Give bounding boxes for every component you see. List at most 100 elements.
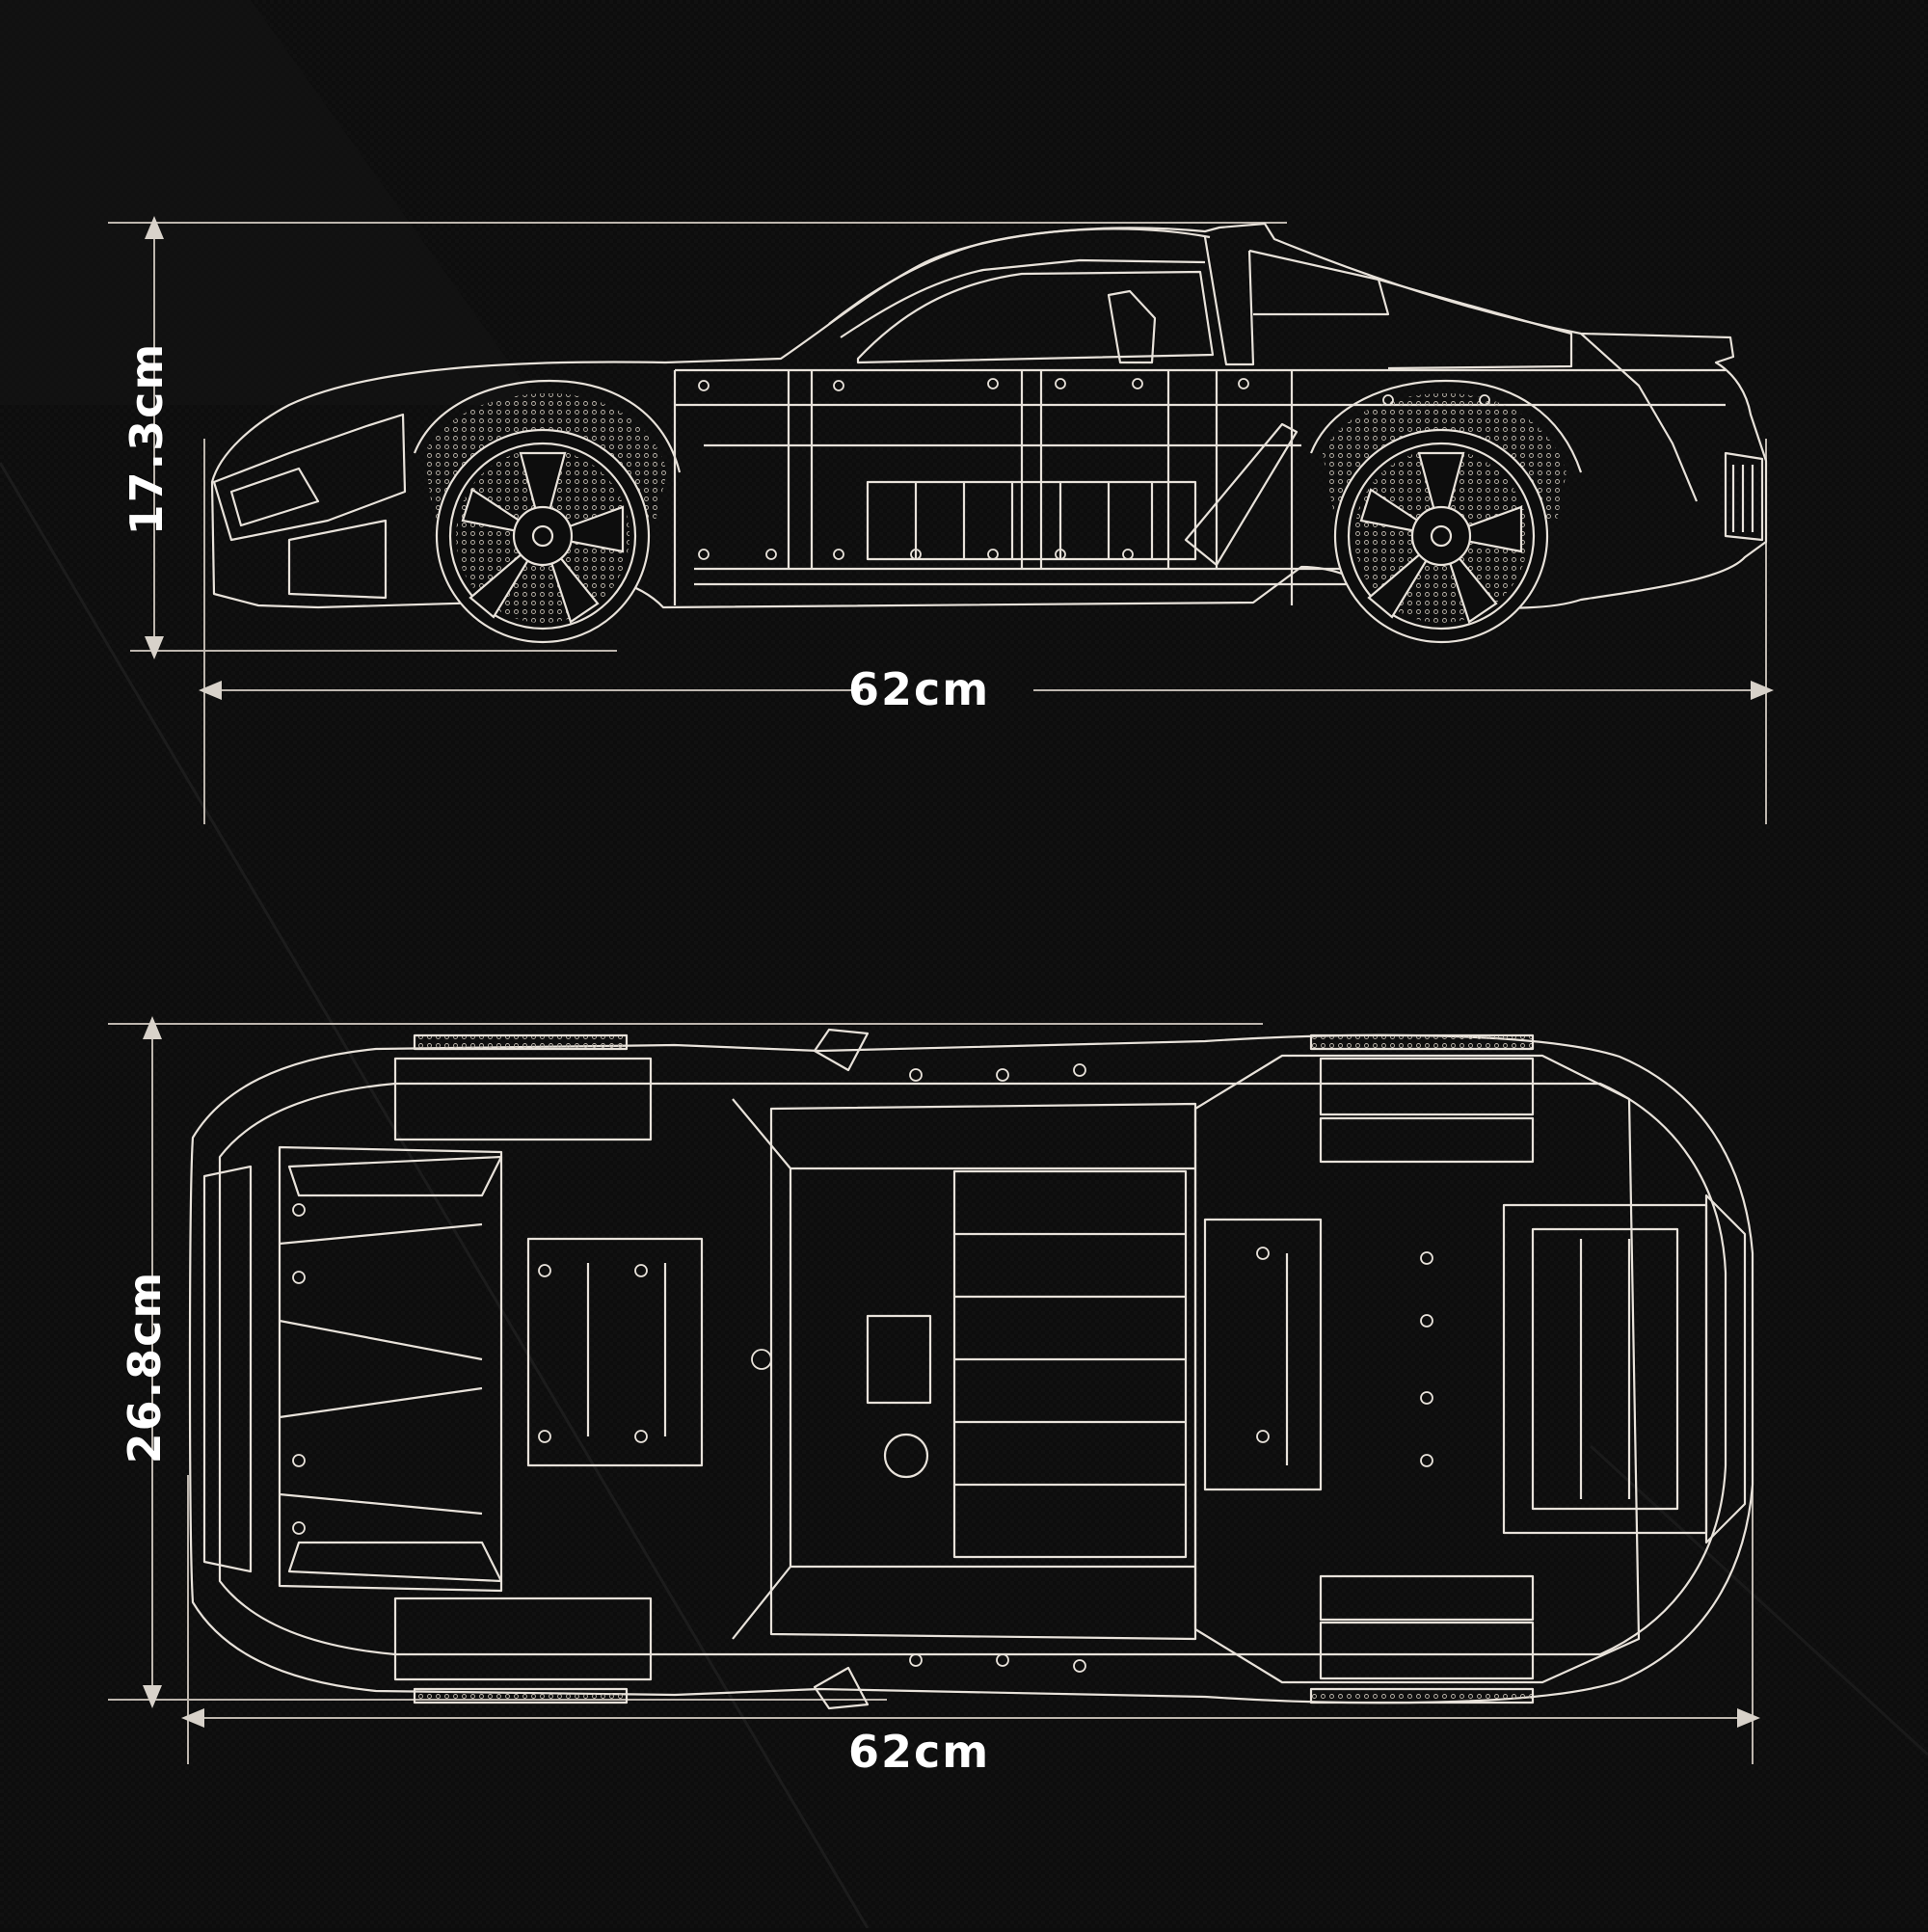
rivet — [292, 1203, 306, 1217]
top-rear-right-tire — [1309, 1687, 1535, 1704]
top-front-strut — [279, 1386, 483, 1419]
top-front-left-fender — [393, 1057, 653, 1141]
rivet — [538, 1264, 551, 1277]
side-front-rim — [448, 442, 637, 631]
side-rear-lamp — [1724, 451, 1764, 542]
rivet — [987, 378, 999, 389]
rivet — [292, 1521, 306, 1535]
top-front-strut — [279, 1222, 483, 1246]
rivet — [996, 1653, 1009, 1667]
rivet — [1420, 1454, 1433, 1467]
side-front-spoke — [519, 451, 567, 541]
top-windshield-left — [732, 1098, 792, 1640]
top-rear-engine-inner — [1531, 1227, 1679, 1511]
top-body-inner — [218, 1082, 1727, 1656]
side-length-label: 62cm — [848, 663, 991, 715]
top-front-strut — [279, 1492, 483, 1516]
side-intake — [1184, 422, 1299, 567]
rivet — [1256, 1247, 1270, 1260]
top-rear-frame — [1193, 1054, 1641, 1684]
rivet — [1132, 378, 1143, 389]
top-front-wing — [287, 1541, 503, 1583]
top-rear-right-fender — [1319, 1621, 1535, 1680]
rivet — [1479, 394, 1490, 406]
side-front-wheel — [435, 428, 651, 644]
side-seat — [1107, 289, 1157, 364]
rivet — [909, 1653, 923, 1667]
top-left-mirror — [813, 1028, 870, 1072]
gear-mark — [751, 1349, 772, 1370]
top-front-right-fender — [393, 1597, 653, 1681]
side-front-arch — [413, 379, 682, 473]
rivet — [1055, 378, 1066, 389]
side-front-hub — [512, 505, 574, 567]
top-rear-left-panel — [1319, 1116, 1535, 1164]
top-front-bay — [526, 1237, 704, 1467]
top-front-nose — [202, 1165, 253, 1573]
rivet — [634, 1264, 648, 1277]
top-cockpit-frame — [769, 1102, 1197, 1641]
side-rear-spoke — [1436, 505, 1523, 553]
top-view-rivets — [292, 1063, 1433, 1673]
rivet — [833, 380, 844, 391]
side-roof-line — [828, 228, 1211, 325]
side-rear-deck — [1378, 278, 1573, 370]
top-front-wing — [287, 1155, 503, 1197]
top-rear-left-fender — [1319, 1057, 1535, 1116]
side-window — [856, 270, 1215, 364]
rivet — [765, 549, 777, 560]
side-rear-spoke — [1417, 451, 1465, 541]
top-front-right-tire — [413, 1687, 629, 1704]
side-front-hub-center — [531, 524, 554, 548]
side-window-top — [840, 258, 1206, 338]
side-front-bumper — [212, 413, 407, 542]
top-rear-right-panel — [1319, 1574, 1535, 1622]
side-rear-haunch — [1580, 333, 1699, 502]
rivet — [987, 549, 999, 560]
rivet — [1073, 1659, 1086, 1673]
top-front-frame — [278, 1145, 503, 1593]
side-height-label: 17.3cm — [120, 341, 173, 536]
side-front-spoke — [538, 505, 625, 553]
side-lower-panel — [866, 480, 1197, 561]
rivet — [1238, 378, 1249, 389]
rivet — [909, 1068, 923, 1082]
top-width-label: 26.8cm — [119, 1270, 171, 1464]
rivet — [1256, 1430, 1270, 1443]
background-diagonal-2 — [1589, 1444, 1928, 1757]
rivet — [634, 1430, 648, 1443]
top-rear-left-tire — [1309, 1033, 1535, 1051]
side-view-dimensions — [108, 216, 1774, 824]
rivet — [1122, 549, 1134, 560]
top-length-label: 62cm — [848, 1726, 991, 1778]
side-rear-hub — [1410, 505, 1472, 567]
top-view-car — [188, 1028, 1754, 1710]
side-rear-rim — [1347, 442, 1536, 631]
side-headlight — [229, 467, 320, 527]
rivet — [833, 549, 844, 560]
rivet — [538, 1430, 551, 1443]
rivet — [292, 1454, 306, 1467]
rivet — [1073, 1063, 1086, 1077]
rivet — [1382, 394, 1394, 406]
top-rear-tail — [1704, 1194, 1747, 1544]
rivet — [1420, 1251, 1433, 1265]
side-rear-arch — [1309, 379, 1583, 473]
top-right-mirror — [813, 1666, 870, 1710]
rivet — [1055, 549, 1066, 560]
top-front-left-tire — [413, 1033, 629, 1051]
background-shade — [0, 0, 540, 405]
top-seat — [866, 1314, 932, 1405]
top-front-strut — [279, 1319, 483, 1361]
top-mid-engine — [1203, 1218, 1323, 1491]
side-b-pillar — [1203, 236, 1255, 366]
rivet — [1420, 1391, 1433, 1405]
rivet — [910, 549, 922, 560]
side-front-intake — [287, 519, 388, 600]
top-steering-wheel — [883, 1433, 929, 1479]
top-view-dimensions — [108, 1016, 1760, 1764]
top-center-tunnel — [952, 1169, 1188, 1559]
rivet — [996, 1068, 1009, 1082]
